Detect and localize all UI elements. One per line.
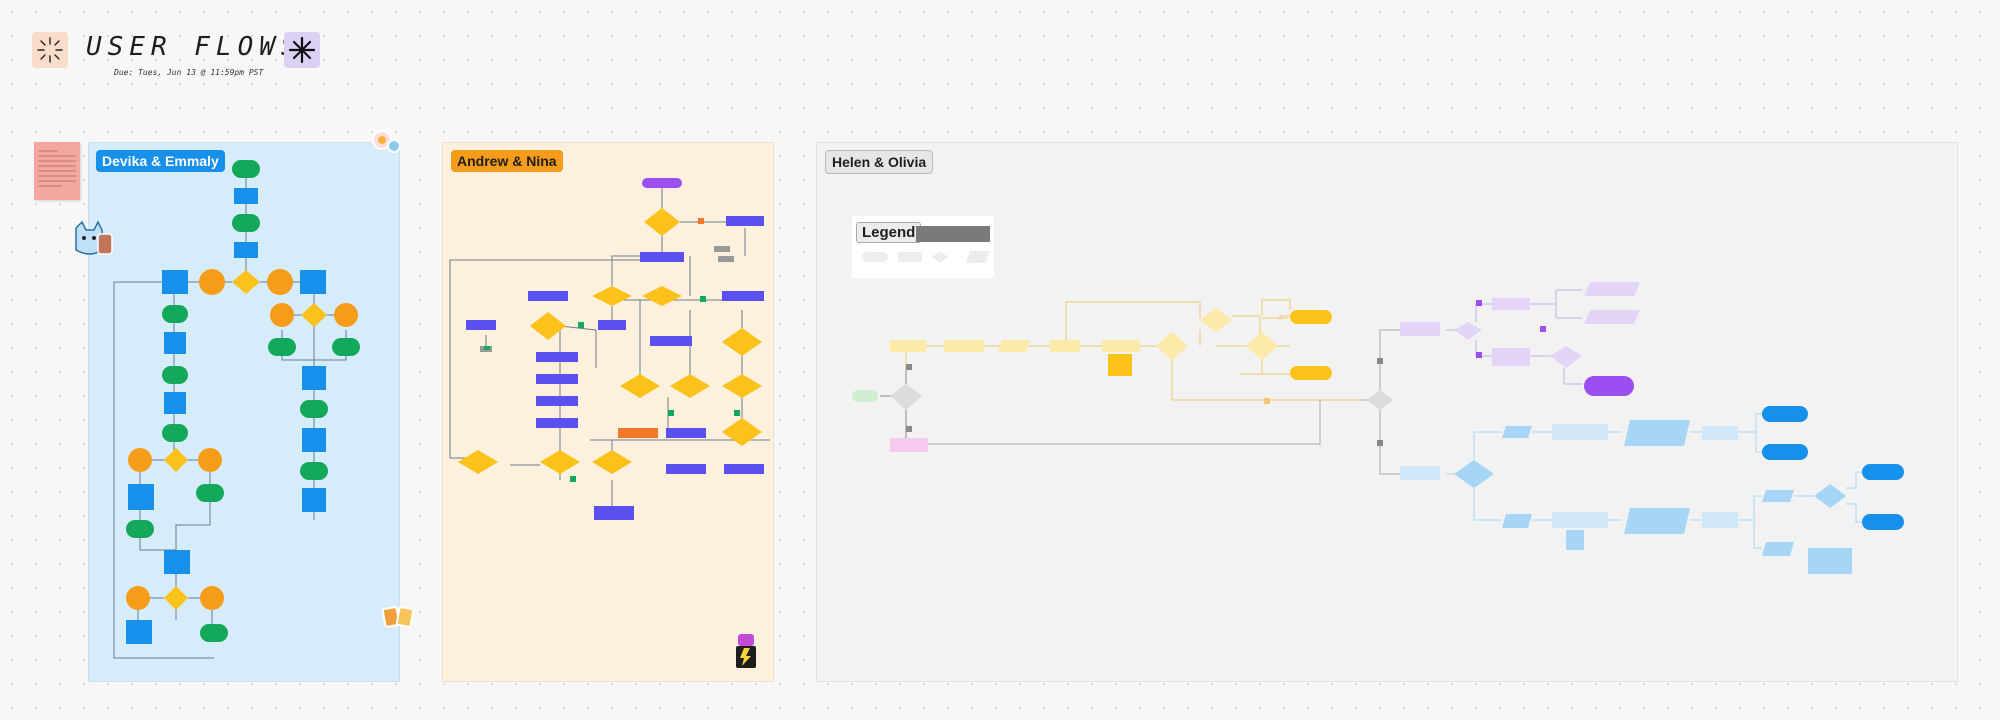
flower-sticker-icon (368, 126, 402, 158)
gift-sticker-icon (381, 602, 416, 630)
section-label-andrew-nina[interactable]: Andrew & Nina (451, 150, 563, 172)
sticky-note[interactable] (34, 142, 80, 200)
game-character-sticker-icon (732, 632, 760, 672)
legend-title: Legend (856, 222, 922, 243)
section-label-devika-emmaly[interactable]: Devika & Emmaly (96, 150, 225, 172)
cat-sticker-icon (70, 220, 114, 260)
page-title: USER FLOWS (86, 32, 303, 62)
legend-title-bar (916, 226, 990, 242)
section-label-helen-olivia[interactable]: Helen & Olivia (825, 150, 934, 174)
sparkle-burst-icon (32, 32, 68, 68)
due-date: Due: Tues, Jun 13 @ 11:59pm PST (114, 68, 264, 77)
section-andrew-nina[interactable] (442, 142, 774, 682)
star-asterisk-icon (284, 32, 320, 68)
